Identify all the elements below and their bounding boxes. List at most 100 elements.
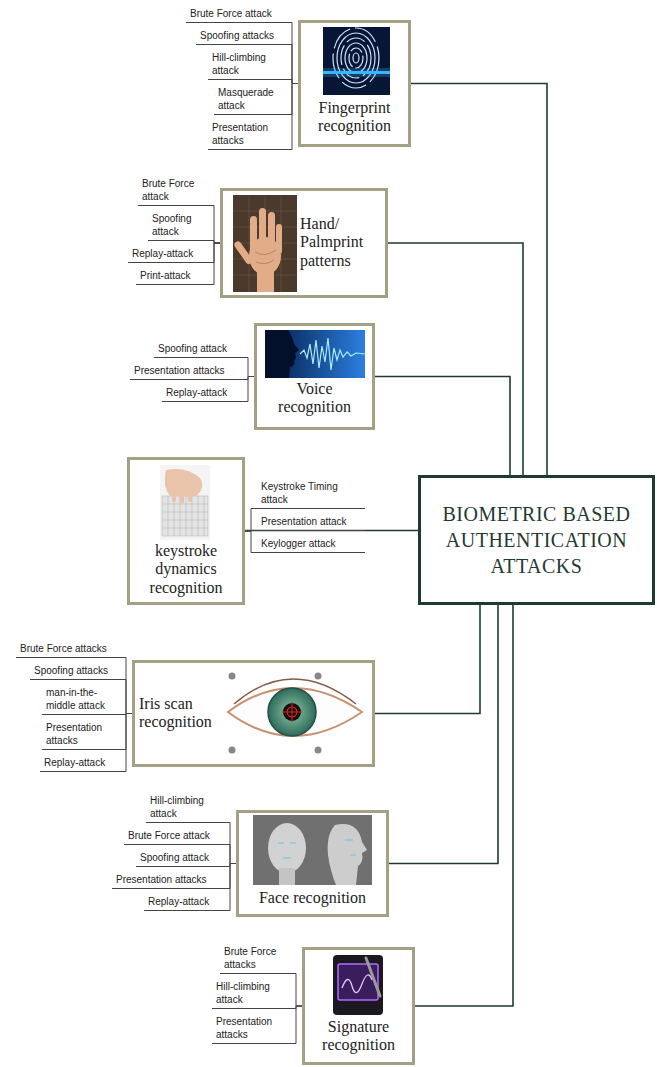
category-box: Voice recognition (254, 323, 375, 430)
attack-item: Replay-attack (144, 893, 224, 911)
attack-item: Presentation attacks (42, 719, 120, 750)
attack-label: Presentation attack (261, 515, 361, 528)
keyboard-illustration (162, 496, 208, 536)
attack-label: Replay-attack (166, 386, 238, 399)
connector-line (286, 45, 298, 84)
eye-illustration (282, 702, 302, 722)
category-title: Voice recognition (267, 380, 362, 417)
attack-item: Spoofing attacks (30, 662, 120, 680)
attack-label: Presentation attacks (46, 721, 116, 747)
connector-line (208, 243, 220, 285)
attack-label: Replay-attack (148, 895, 220, 908)
keyboard-illustration (160, 465, 210, 540)
attack-label: Presentation attacks (134, 364, 238, 377)
attack-item: Hill-climbing attack (208, 49, 286, 80)
attack-item: Brute Force attack (186, 5, 286, 23)
attack-item: Presentation attacks (212, 1013, 290, 1044)
attack-item: Spoofing attack (154, 340, 242, 358)
attack-label: Brute Force attacks (224, 945, 286, 971)
connector-line (224, 823, 236, 864)
attack-item: Hill-climbing attack (146, 792, 224, 823)
connector-line (224, 845, 236, 864)
attack-item: Replay-attack (162, 384, 242, 402)
attack-item: Presentation attacks (208, 119, 286, 150)
keyboard-illustration (160, 465, 210, 540)
category-box: Iris scan recognition (132, 660, 375, 767)
face-illustration (253, 815, 372, 885)
fingerprint-illustration (333, 28, 379, 88)
voice-illustration (265, 330, 299, 378)
category-title: Hand/ Palmprint patterns (300, 215, 385, 270)
face-illustration (279, 868, 295, 885)
attack-label: Presentation attacks (116, 873, 220, 886)
voice-illustration (300, 338, 365, 370)
category-box: Signature recognition (302, 947, 415, 1065)
eye-illustration (228, 688, 362, 736)
attack-item: Brute Force attacks (220, 943, 290, 974)
connector-line (388, 243, 523, 475)
connector-line (120, 658, 132, 714)
eye-illustration (315, 673, 322, 680)
attack-label: Keylogger attack (261, 537, 361, 550)
fingerprint-illustration (323, 68, 390, 77)
fingerprint-illustration (353, 53, 359, 63)
category-title: keystroke dynamics recognition (130, 542, 242, 597)
connector-line (286, 80, 298, 84)
attack-item: Spoofing attack (136, 849, 224, 867)
signature-pad-illustration (333, 955, 383, 1015)
voice-illustration (265, 330, 365, 378)
hand-illustration (233, 195, 297, 292)
hand-illustration (255, 250, 276, 264)
keyboard-illustration (162, 496, 208, 536)
fingerprint-illustration (323, 71, 390, 74)
attack-label: Presentation attacks (212, 121, 282, 147)
attack-label: Spoofing attacks (200, 29, 282, 42)
category-title: Face recognition (239, 889, 386, 907)
attack-item: Presentation attack (257, 513, 365, 531)
attack-label: Presentation attacks (216, 1015, 286, 1041)
hand-illustration (276, 224, 282, 254)
eye-illustration (268, 688, 316, 736)
eye-illustration (315, 747, 322, 754)
attack-label: Replay-attack (132, 247, 204, 260)
signature-pad-illustration (366, 958, 380, 996)
attack-item: Replay-attack (40, 754, 120, 772)
attack-label: Keystroke Timing attack (261, 480, 361, 506)
connector-line (411, 84, 547, 476)
attack-item: Brute Force attack (138, 175, 208, 206)
fingerprint-illustration (323, 27, 390, 95)
signature-pad-illustration (338, 964, 378, 1000)
attack-label: Hill-climbing attack (150, 794, 220, 820)
fingerprint-illustration (349, 48, 363, 68)
keyboard-illustration (165, 469, 203, 496)
connector-line (375, 377, 510, 476)
attack-item: Spoofing attacks (196, 27, 286, 45)
attack-item: Keylogger attack (257, 535, 365, 553)
category-title: Iris scan recognition (139, 695, 219, 732)
connector-line (415, 605, 513, 1006)
attack-label: Brute Force attacks (20, 642, 116, 655)
face-illustration (253, 815, 372, 885)
eye-illustration (229, 673, 236, 680)
attack-item: Replay-attack (128, 245, 208, 263)
voice-illustration (265, 330, 365, 378)
connector-line (208, 206, 220, 244)
connector-line (286, 23, 298, 84)
attack-label: Replay-attack (44, 756, 116, 769)
attack-item: Brute Force attacks (16, 640, 120, 658)
hand-illustration (268, 212, 275, 250)
hand-illustration (233, 195, 297, 292)
attack-label: Brute Force attack (190, 7, 282, 20)
attack-label: Masquerade attack (218, 86, 282, 112)
category-box: Hand/ Palmprint patterns (220, 188, 388, 298)
fingerprint-illustration (333, 28, 379, 88)
attack-label: Brute Force attack (128, 829, 220, 842)
central-topic-box: BIOMETRIC BASED AUTHENTICATION ATTACKS (418, 475, 655, 605)
eye-illustration (283, 703, 301, 721)
keyboard-illustration (188, 492, 192, 502)
connector-line (120, 680, 132, 714)
hand-illustration (250, 216, 257, 252)
eye-illustration (229, 747, 236, 754)
central-title: BIOMETRIC BASED AUTHENTICATION ATTACKS (431, 501, 642, 579)
connector-line (120, 714, 132, 772)
